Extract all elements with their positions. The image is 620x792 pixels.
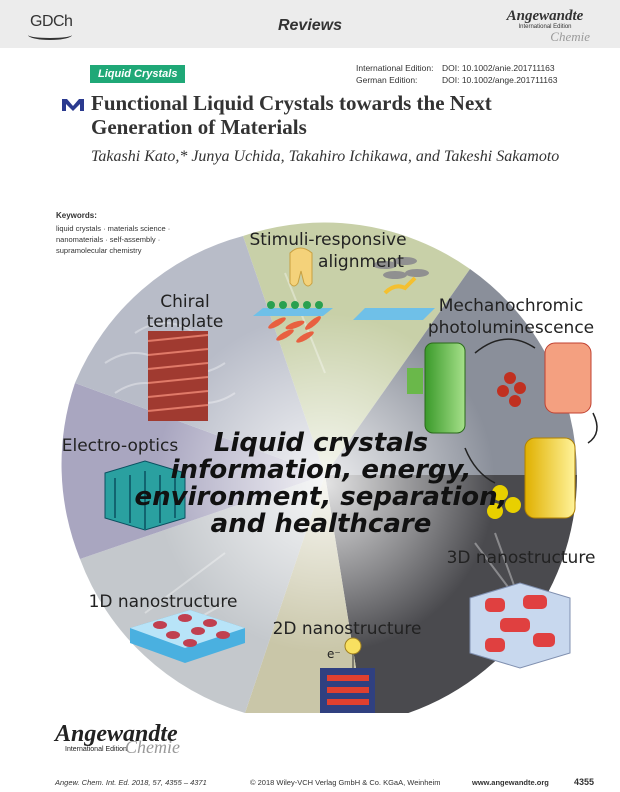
citation: Angew. Chem. Int. Ed. 2018, 57, 4355 – 4… [55,778,207,787]
center-line-1: Liquid crystals [214,428,428,458]
label-1d: 1D nanostructure [89,592,238,612]
doi-intl: DOI: 10.1002/anie.201711163 [442,63,555,73]
minireview-icon [62,99,84,111]
journal-url[interactable]: www.angewandte.org [472,778,549,787]
angewandte-logo: Angewandte International Edition Chemie [506,8,590,44]
keywords-list: liquid crystals · materials science · na… [56,224,171,255]
topic-badge: Liquid Crystals [90,65,186,83]
label-mechano-2: photoluminescence [428,318,594,338]
gyroid-cube [469,582,571,669]
gdch-logo-arc [28,30,72,40]
angewandte-footer-logo: Angewandte International Edition Chemie [55,721,180,757]
page-header: GDCh Reviews Angewandte International Ed… [0,0,620,48]
toc-graphic: Stimuli-responsive alignment Chiral temp… [61,222,598,713]
label-stimuli-1: Stimuli-responsive [249,230,406,250]
label-electro: Electro-optics [62,436,179,456]
hexagonal-column [130,610,245,663]
label-stimuli-2: alignment [318,252,404,272]
center-line-3: environment, separation, [134,482,507,512]
center-glow [155,313,495,653]
copyright: © 2018 Wiley-VCH Verlag GmbH & Co. KGaA,… [250,778,441,787]
chiral-helix [147,331,209,421]
label-3d: 3D nanostructure [447,548,596,568]
doi-german: DOI: 10.1002/ange.201711163 [442,75,558,85]
keywords-heading: Keywords: [56,211,97,220]
doi-block: International Edition:DOI: 10.1002/anie.… [356,63,558,85]
label-chiral-1: Chiral [160,292,210,312]
mechanochromic-illustration [407,338,598,519]
electro-optics-cube [104,460,186,531]
label-2d: 2D nanostructure [273,619,422,639]
gdch-logo: GDCh [30,13,73,30]
article-title: Functional Liquid Crystals towards the N… [91,91,492,139]
alignment-illustration [253,247,435,343]
label-electron: e⁻ [327,647,341,661]
battery-layers [320,637,375,713]
author-list: Takashi Kato,* Junya Uchida, Takahiro Ic… [91,148,560,165]
section-label: Reviews [277,17,343,34]
center-line-4: and healthcare [211,509,432,539]
center-line-2: information, energy, [171,455,472,485]
label-chiral-2: template [147,312,224,332]
page-number: 4355 [574,777,595,787]
label-mechano-1: Mechanochromic [439,296,584,316]
